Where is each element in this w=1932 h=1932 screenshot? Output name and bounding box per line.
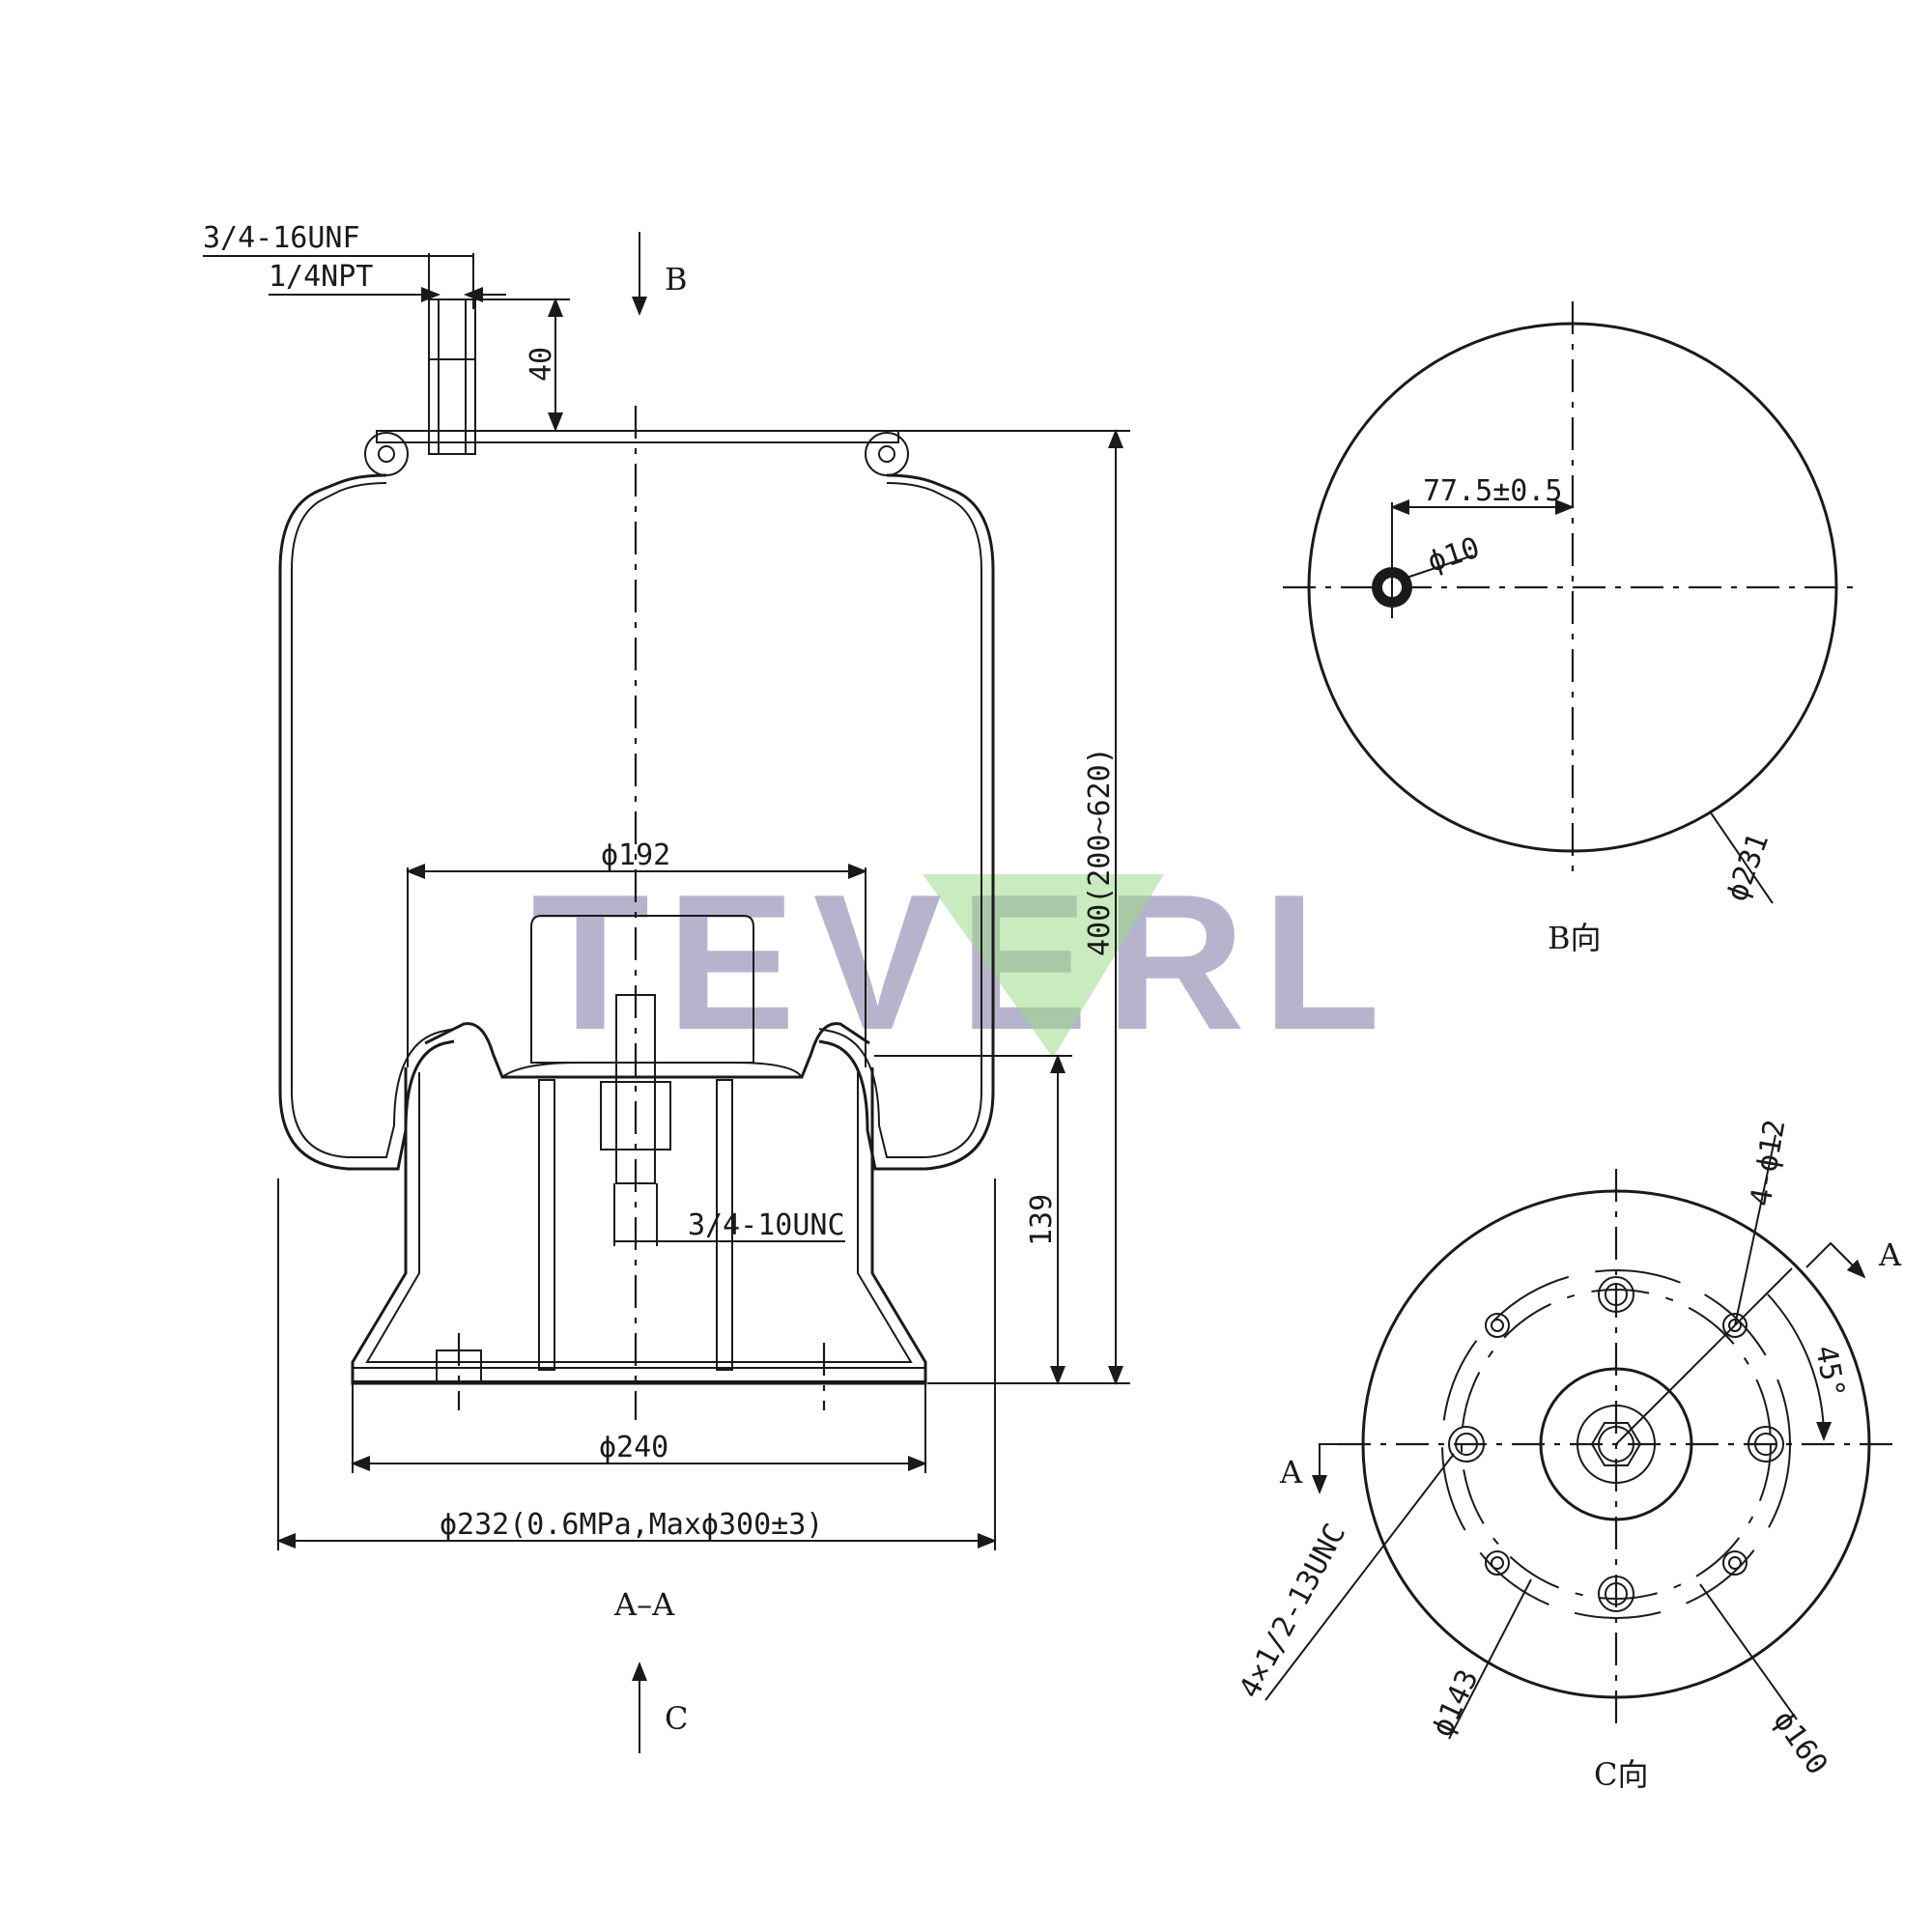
view-c-threaded-holes	[1448, 1276, 1784, 1612]
view-c-section-mark-left: A	[1279, 1454, 1303, 1491]
view-c-hub	[1539, 1367, 1693, 1521]
view-c-angle: 45°	[1808, 1343, 1851, 1400]
crimp-right	[865, 432, 909, 476]
dim-height: 400(200~620)	[1083, 747, 1117, 956]
piston-body	[351, 1067, 927, 1385]
bellow-right-outer	[818, 473, 995, 1171]
inner-tube-left	[538, 1079, 555, 1371]
top-plate	[376, 430, 899, 443]
view-c-bolt-circle-small: ϕ143	[1426, 1664, 1486, 1742]
mounting-stud	[615, 994, 656, 1184]
view-arrow-b-label: B	[665, 261, 688, 298]
view-b-offset: 77.5±0.5	[1423, 474, 1563, 508]
view-b: 77.5±0.5 ϕ10 ϕ231 B向	[1283, 301, 1860, 956]
view-b-hole-dim: ϕ10	[1424, 531, 1484, 580]
piston-cap	[424, 1022, 870, 1079]
dim-stud-height: 40	[525, 347, 558, 382]
dim-thread-port: 3/4-16UNF	[203, 221, 360, 255]
view-c-bolt-circle-large: ϕ160	[1766, 1705, 1833, 1781]
view-c: 4-ϕ12 45° A A 4×1/2-13UNC ϕ143 ϕ160 C向	[1233, 1117, 1902, 1793]
bellow-left-inner	[291, 482, 455, 1158]
crimp-left	[364, 432, 409, 476]
view-c-holes: 4-ϕ12	[1744, 1117, 1792, 1208]
view-c-bolt-circle-inner	[1461, 1289, 1772, 1600]
inner-tube-right	[716, 1079, 733, 1371]
bellow-left-outer	[278, 473, 455, 1171]
dim-npt: 1/4NPT	[269, 260, 373, 294]
view-c-title: C向	[1594, 1756, 1649, 1793]
view-b-title: B向	[1548, 920, 1602, 956]
view-c-hex-nut	[1590, 1422, 1642, 1466]
dim-base-diameter: ϕ240	[599, 1431, 668, 1464]
dim-piston-height: 139	[1025, 1194, 1059, 1246]
section-view: 3/4-16UNF 1/4NPT 40 ϕ192 3/4-10UNC 400(2…	[203, 221, 1130, 1753]
watermark-chevron	[923, 874, 1164, 1058]
bumper	[530, 915, 754, 1064]
view-c-bolt-circle-outer	[1441, 1269, 1791, 1619]
section-title: A–A	[613, 1586, 675, 1623]
view-arrow-c-label: C	[665, 1700, 688, 1737]
dim-stud-thread: 3/4-10UNC	[688, 1208, 845, 1242]
view-c-mount-holes	[1485, 1313, 1747, 1576]
dim-bellow-diameter: ϕ232(0.6MPa,Maxϕ300±3)	[440, 1508, 823, 1542]
view-c-section-mark-top: A	[1878, 1236, 1902, 1273]
dim-piston-diameter: ϕ192	[601, 838, 670, 872]
watermark: TEVERL	[531, 855, 1380, 1070]
base-plate	[352, 1367, 926, 1382]
nut	[600, 1081, 671, 1151]
